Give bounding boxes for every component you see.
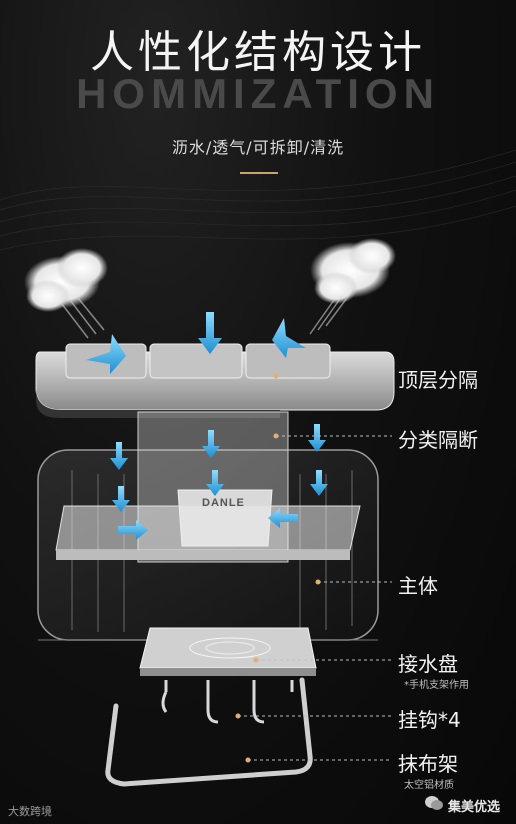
callout-dots: [235, 373, 321, 763]
hooks-shape: [161, 680, 294, 724]
airflow-arrows: [86, 312, 328, 540]
callout-main-body: 主体: [398, 574, 438, 598]
callout-top-divider: 顶层分隔: [398, 368, 478, 392]
steam-left: [24, 248, 108, 339]
accent-divider: [240, 172, 278, 174]
top-shelf: [35, 343, 395, 418]
wechat-icon: [425, 796, 443, 810]
background-swirl: [0, 149, 516, 251]
callout-hooks: 挂钩*4: [398, 708, 461, 732]
english-subtitle: HOMMIZATION: [76, 70, 440, 117]
page-title: 人性化结构设计: [90, 27, 426, 78]
feature-list: 沥水/透气/可拆卸/清洗: [171, 138, 345, 157]
callout-drip-tray-note: *手机支架作用: [404, 680, 469, 691]
steam-right: [309, 238, 396, 335]
callout-cloth-rack: 抹布架: [398, 752, 458, 776]
watermark-right: 集美优选: [448, 800, 501, 815]
watermark-left: 大数跨境: [8, 805, 52, 818]
callout-drip-tray: 接水盘: [398, 652, 458, 676]
callout-leaders: [238, 375, 392, 761]
brand-mark: DANLE: [202, 497, 245, 509]
cloth-rack-shape: [105, 677, 313, 787]
callout-cloth-rack-note: 太空铝材质: [404, 780, 454, 791]
callout-category-divider: 分类隔断: [398, 428, 478, 452]
drip-tray-shape: [139, 627, 317, 676]
